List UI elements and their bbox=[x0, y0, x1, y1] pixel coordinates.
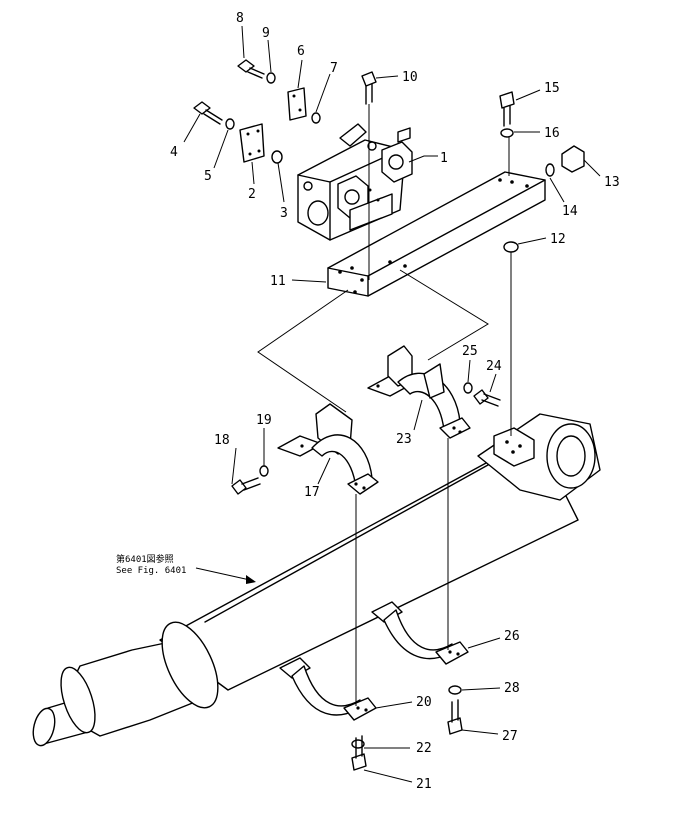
figure-reference-english: See Fig. 6401 bbox=[116, 566, 186, 576]
callout-11: 11 bbox=[270, 274, 286, 289]
strap-20 bbox=[279, 657, 377, 721]
bracket-23 bbox=[367, 345, 471, 439]
callout-16: 16 bbox=[544, 126, 560, 141]
assembly-lines bbox=[355, 104, 512, 706]
callout-4: 4 bbox=[170, 145, 178, 160]
callout-10: 10 bbox=[402, 70, 418, 85]
callout-14: 14 bbox=[562, 204, 578, 219]
callout-28: 28 bbox=[504, 681, 520, 696]
callout-1: 1 bbox=[440, 151, 448, 166]
bracket-17 bbox=[277, 403, 379, 495]
hydraulic-cylinder bbox=[32, 413, 601, 747]
callout-12: 12 bbox=[550, 232, 566, 247]
callout-18: 18 bbox=[214, 433, 230, 448]
strap-26 bbox=[371, 601, 469, 665]
callout-17: 17 bbox=[304, 485, 320, 500]
callout-13: 13 bbox=[604, 175, 620, 190]
manifold-bar bbox=[327, 171, 546, 297]
mounting-outline bbox=[257, 269, 489, 413]
small-hardware bbox=[193, 59, 585, 771]
callout-8: 8 bbox=[236, 11, 244, 26]
leader-lines bbox=[183, 25, 601, 783]
callout-9: 9 bbox=[262, 26, 270, 41]
callout-6: 6 bbox=[297, 44, 305, 59]
callout-labels: 1 2 3 4 5 6 7 8 9 10 11 12 13 14 15 16 1… bbox=[170, 11, 620, 792]
callout-7: 7 bbox=[330, 61, 338, 76]
callout-19: 19 bbox=[256, 413, 272, 428]
callout-2: 2 bbox=[248, 187, 256, 202]
callout-23: 23 bbox=[396, 432, 412, 447]
servo-valve bbox=[297, 123, 413, 241]
callout-3: 3 bbox=[280, 206, 288, 221]
figure-reference: 第6401図参照 See Fig. 6401 bbox=[116, 553, 256, 584]
callout-20: 20 bbox=[416, 695, 432, 710]
callout-25: 25 bbox=[462, 344, 478, 359]
arrow-head bbox=[246, 575, 256, 584]
callout-21: 21 bbox=[416, 777, 432, 792]
callout-27: 27 bbox=[502, 729, 518, 744]
callout-26: 26 bbox=[504, 629, 520, 644]
callout-22: 22 bbox=[416, 741, 432, 756]
callout-5: 5 bbox=[204, 169, 212, 184]
callout-15: 15 bbox=[544, 81, 560, 96]
figure-reference-japanese: 第6401図参照 bbox=[116, 553, 174, 565]
callout-24: 24 bbox=[486, 359, 502, 374]
